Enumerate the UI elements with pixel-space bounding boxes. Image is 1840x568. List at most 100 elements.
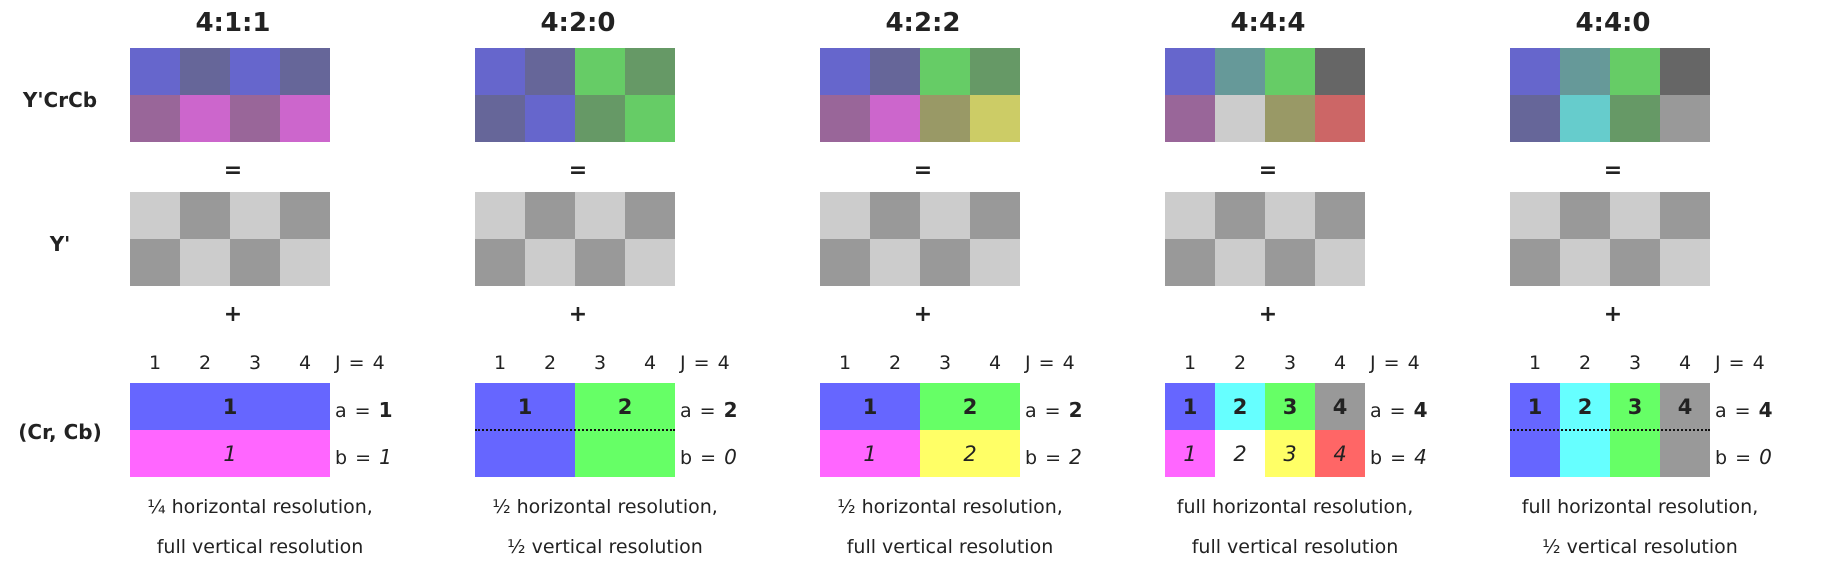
scheme-title: 4:2:2 <box>885 8 961 38</box>
scheme-title: 4:4:0 <box>1575 8 1651 38</box>
a-value: 4 <box>1413 398 1429 422</box>
b-label: b = 0 <box>680 445 738 469</box>
ycrcb-sample <box>1610 95 1660 142</box>
row-label-luma: Y' <box>49 232 71 256</box>
ycrcb-sample <box>870 95 920 142</box>
luma-sample <box>1660 239 1710 286</box>
luma-grid <box>1165 192 1365 286</box>
j-number: 4 <box>1333 352 1347 374</box>
ycrcb-grid <box>1165 48 1365 142</box>
a-label: a = 1 <box>335 398 394 422</box>
row-label-chroma: (Cr, Cb) <box>18 420 102 444</box>
luma-sample <box>475 239 525 286</box>
caption-line-2: full vertical resolution <box>156 536 364 558</box>
luma-sample <box>1315 192 1365 239</box>
ycrcb-sample <box>1560 95 1610 142</box>
j-number: 4 <box>298 352 312 374</box>
a-label: a = 4 <box>1370 398 1429 422</box>
luma-sample <box>1560 192 1610 239</box>
b-value: 0 <box>1759 445 1773 469</box>
luma-sample <box>1265 239 1315 286</box>
equals-sign: = <box>1258 158 1278 183</box>
luma-sample <box>1610 192 1660 239</box>
j-row: 1 2 3 4 J = 4 <box>130 352 460 380</box>
j-number: 4 <box>1678 352 1692 374</box>
b-value: 4 <box>1414 445 1428 469</box>
luma-sample <box>280 239 330 286</box>
luma-sample <box>820 192 870 239</box>
luma-sample <box>970 192 1020 239</box>
chroma-sample: 1 <box>1165 383 1215 430</box>
j-label: J = 4 <box>1370 352 1421 374</box>
chroma-sample: 3 <box>1265 430 1315 477</box>
luma-sample <box>575 192 625 239</box>
ycrcb-sample <box>1165 95 1215 142</box>
j-number: 4 <box>643 352 657 374</box>
ycrcb-sample <box>1265 95 1315 142</box>
b-value: 1 <box>379 445 393 469</box>
ycrcb-sample <box>180 48 230 95</box>
j-number: 3 <box>248 352 262 374</box>
plus-sign: + <box>568 302 588 327</box>
j-number: 1 <box>148 352 162 374</box>
j-number: 3 <box>593 352 607 374</box>
caption-line-2: full vertical resolution <box>1191 536 1399 558</box>
j-number: 2 <box>543 352 557 374</box>
chroma-sample: 1 <box>475 383 575 430</box>
ycrcb-sample <box>1265 48 1315 95</box>
luma-sample <box>230 239 280 286</box>
chroma-sample: 1 <box>820 430 920 477</box>
j-number: 1 <box>1528 352 1542 374</box>
ycrcb-sample <box>970 48 1020 95</box>
luma-sample <box>870 192 920 239</box>
ycrcb-sample <box>230 95 280 142</box>
j-row: 1 2 3 4 J = 4 <box>475 352 805 380</box>
b-value: 2 <box>1069 445 1083 469</box>
ycrcb-sample <box>180 95 230 142</box>
ycrcb-sample <box>920 95 970 142</box>
j-row: 1 2 3 4 J = 4 <box>1510 352 1840 380</box>
j-number: 3 <box>1628 352 1642 374</box>
row-label-ycrcb: Y'CrCb <box>22 88 98 112</box>
luma-sample <box>1315 239 1365 286</box>
luma-sample <box>1215 192 1265 239</box>
chroma-sample: 2 <box>920 383 1020 430</box>
luma-sample <box>475 192 525 239</box>
ycrcb-sample <box>820 48 870 95</box>
j-number: 4 <box>988 352 1002 374</box>
luma-sample <box>230 192 280 239</box>
luma-sample <box>970 239 1020 286</box>
luma-sample <box>525 192 575 239</box>
caption-line-1: full horizontal resolution, <box>1176 496 1414 518</box>
chroma-sample: 1 <box>820 383 920 430</box>
chroma-sample <box>1610 430 1660 477</box>
luma-sample <box>525 239 575 286</box>
chroma-sample: 2 <box>1215 430 1265 477</box>
plus-sign: + <box>223 302 243 327</box>
luma-sample <box>130 192 180 239</box>
luma-sample <box>920 239 970 286</box>
a-label: a = 2 <box>1025 398 1084 422</box>
luma-sample <box>1560 239 1610 286</box>
ycrcb-sample <box>1315 48 1365 95</box>
caption-line-2: ½ vertical resolution <box>1542 536 1738 558</box>
caption-line-2: full vertical resolution <box>846 536 1054 558</box>
chroma-sample: 3 <box>1610 383 1660 430</box>
ycrcb-grid <box>475 48 675 142</box>
equals-sign: = <box>1603 158 1623 183</box>
chroma-sample: 1 <box>1510 383 1560 430</box>
ycrcb-sample <box>1660 95 1710 142</box>
luma-sample <box>1265 192 1315 239</box>
a-value: 4 <box>1758 398 1774 422</box>
a-value: 2 <box>1068 398 1084 422</box>
luma-sample <box>280 192 330 239</box>
chroma-sample: 4 <box>1315 383 1365 430</box>
j-row: 1 2 3 4 J = 4 <box>820 352 1150 380</box>
luma-sample <box>625 192 675 239</box>
chroma-sample <box>1560 430 1610 477</box>
